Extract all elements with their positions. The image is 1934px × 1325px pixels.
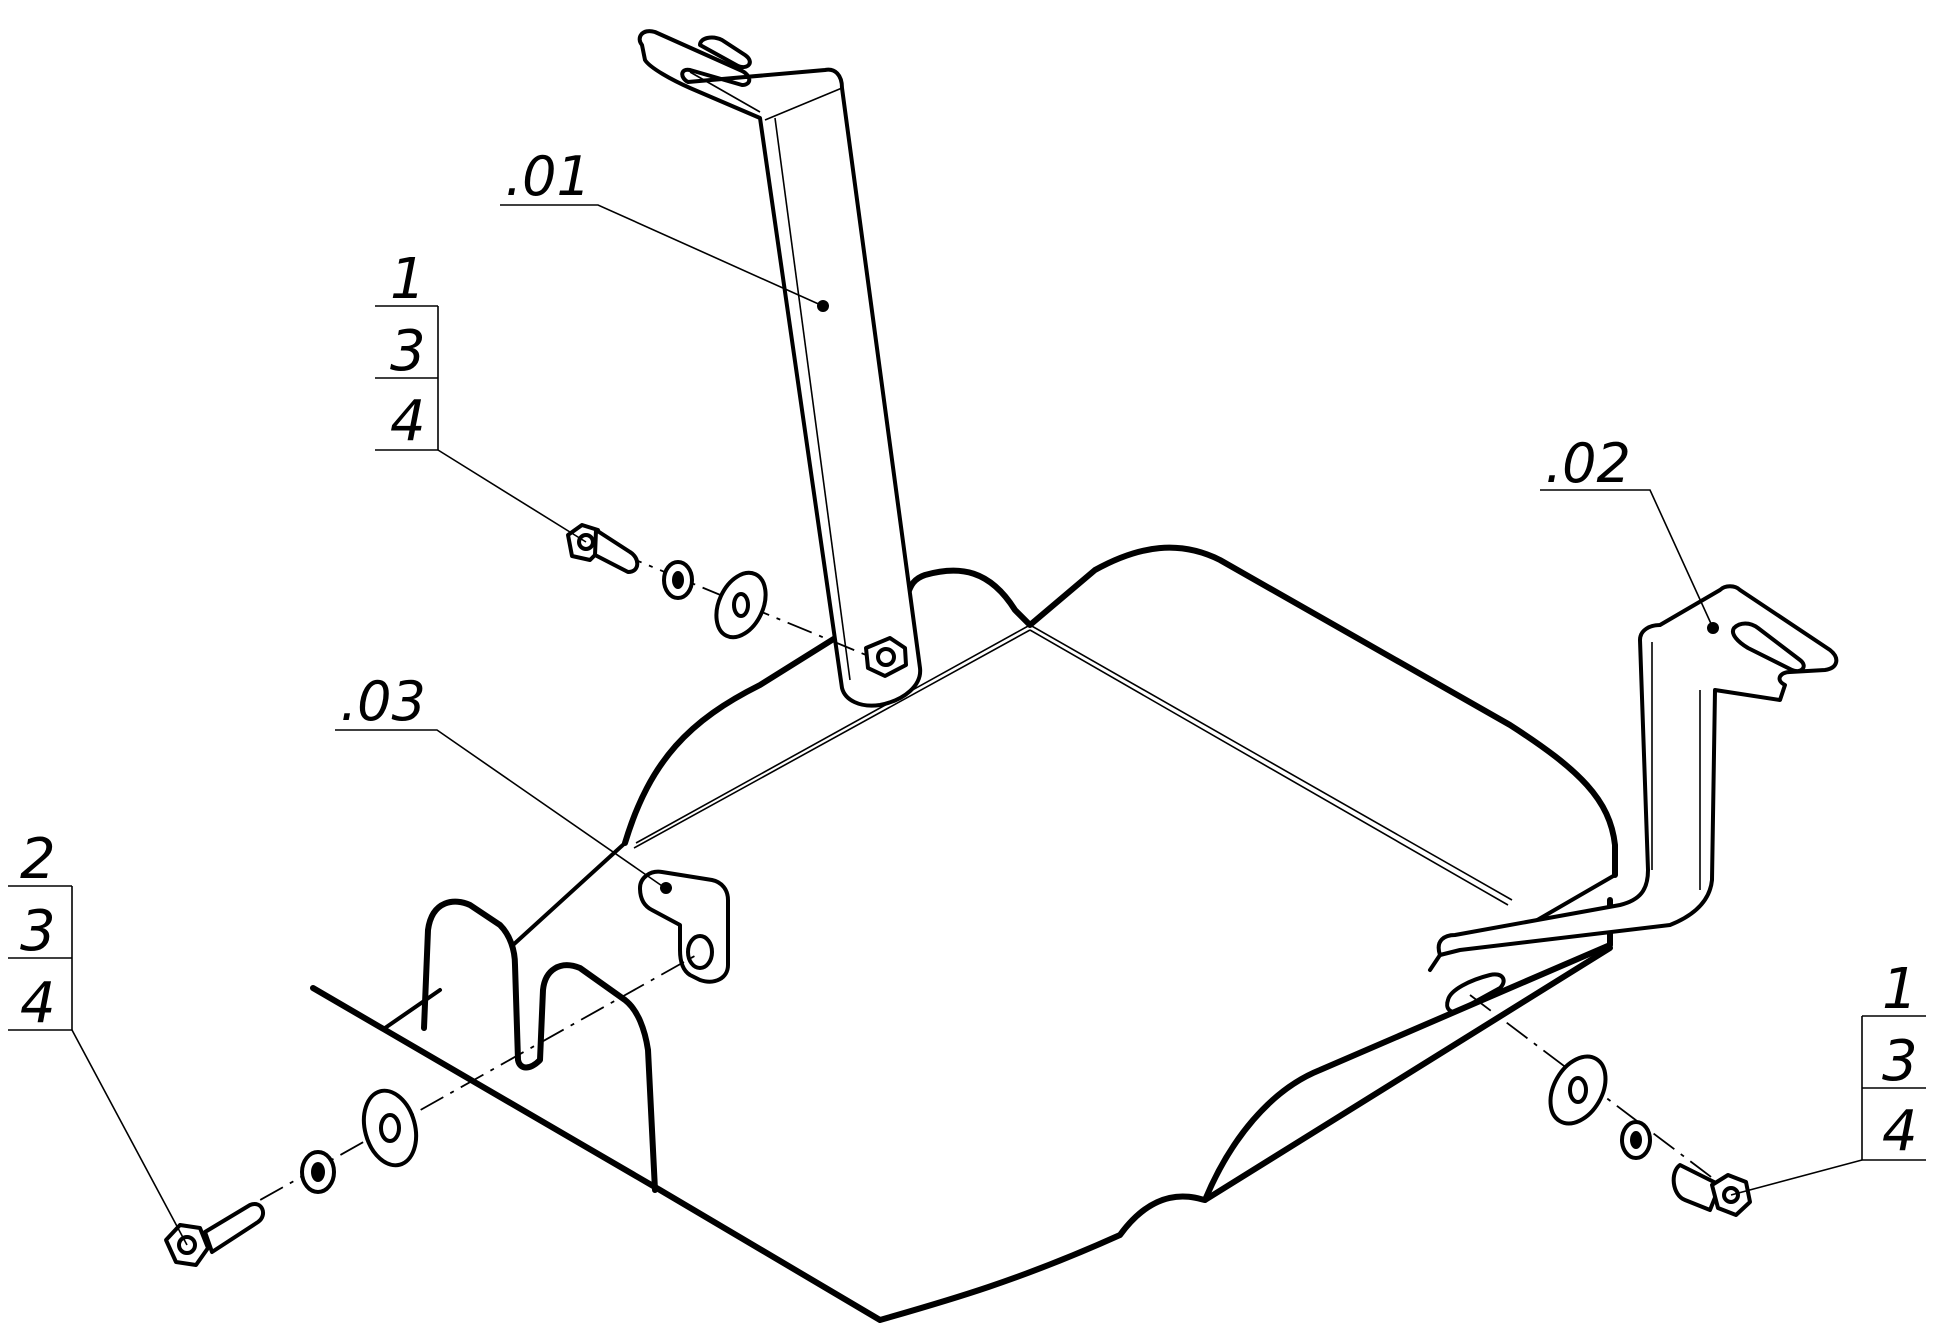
callout-stack-bottom-left: 2 3 4	[8, 827, 188, 1246]
stack-top-left-item-2: 3	[390, 319, 426, 384]
callout-stack-right: 1 3 4	[1730, 957, 1926, 1196]
stack-top-left-item-1: 1	[390, 247, 426, 312]
callout-03: .03	[335, 670, 666, 889]
callout-02-label: .02	[1545, 432, 1631, 495]
bracket-01	[637, 29, 923, 708]
callout-03-label: .03	[340, 670, 426, 733]
fastener-group-right	[1469, 994, 1752, 1217]
skid-plate	[310, 544, 1618, 1323]
stack-bottom-left-item-2: 3	[20, 899, 56, 964]
fastener-group-bottom-left	[164, 952, 701, 1267]
callout-02: .02	[1540, 432, 1719, 634]
stack-bottom-left-item-3: 4	[20, 971, 56, 1036]
stack-right-item-1: 1	[1882, 957, 1918, 1022]
callout-01-label: .01	[505, 145, 591, 208]
bracket-03	[638, 869, 730, 984]
stack-bottom-left-item-1: 2	[20, 827, 56, 892]
stack-right-item-3: 4	[1882, 1099, 1918, 1164]
stack-right-item-2: 3	[1882, 1029, 1918, 1094]
fastener-group-top-left	[566, 523, 867, 656]
callout-01: .01	[500, 145, 829, 312]
stack-top-left-item-3: 4	[390, 389, 426, 454]
callout-stack-top-left: 1 3 4	[375, 247, 587, 543]
bracket-02	[1436, 584, 1839, 1014]
